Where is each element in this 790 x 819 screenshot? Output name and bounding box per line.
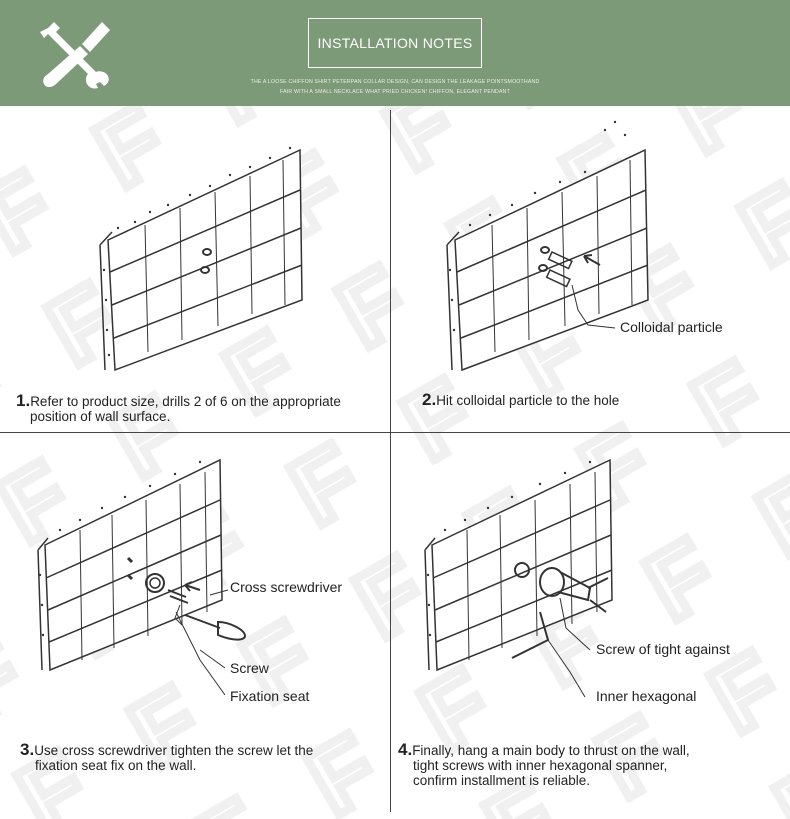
step-2-number: 2. bbox=[422, 390, 437, 409]
step-3-text-line-2: fixation seat fix on the wall. bbox=[35, 758, 197, 773]
step-4-text-line-3: confirm installment is reliable. bbox=[413, 773, 591, 788]
callout-fixation-seat: Fixation seat bbox=[230, 688, 310, 704]
header-subtitle: THE A LOOSE CHIFFON SHIRT PETERPAN COLLA… bbox=[150, 77, 640, 97]
step-1-text-line-1: Refer to product size, drills 2 of 6 on … bbox=[30, 394, 341, 409]
callout-colloidal-particle: Colloidal particle bbox=[620, 319, 723, 335]
callout-cross-screwdriver: Cross screwdriver bbox=[230, 579, 343, 595]
callout-screw-of-tight-against: Screw of tight against bbox=[596, 641, 730, 657]
panel-divider-horizontal bbox=[0, 432, 790, 433]
step-3-text-line-1: Use cross screwdriver tighten the screw … bbox=[34, 743, 314, 758]
step-3-number: 3. bbox=[20, 740, 35, 759]
panel-divider-vertical bbox=[390, 110, 391, 812]
subtitle-line-2: FAIR WITH A SMALL NECKLACE WHAT PRIED CH… bbox=[280, 89, 510, 95]
step-1-number: 1. bbox=[16, 391, 31, 410]
step-1-text-line-2: position of wall surface. bbox=[30, 409, 171, 424]
header-banner: INSTALLATION NOTES THE A LOOSE CHIFFON S… bbox=[0, 0, 790, 106]
page-title: INSTALLATION NOTES bbox=[308, 18, 482, 68]
wall-illustration-3 bbox=[37, 458, 247, 696]
step-4-number: 4. bbox=[398, 740, 413, 759]
watermark-pattern bbox=[0, 106, 790, 819]
step-4-text-line-1: Finally, hang a main body to thrust on t… bbox=[412, 743, 690, 758]
dots-1 bbox=[102, 146, 292, 357]
dots-2 bbox=[448, 120, 627, 332]
dots-4 bbox=[426, 460, 592, 637]
step-3-caption: 3.Use cross screwdriver tighten the scre… bbox=[20, 740, 388, 773]
dots-3 bbox=[38, 460, 202, 637]
callout-inner-hexagonal: Inner hexagonal bbox=[596, 688, 697, 704]
subtitle-line-1: THE A LOOSE CHIFFON SHIRT PETERPAN COLLA… bbox=[250, 79, 540, 85]
wrench-screwdriver-icon bbox=[40, 22, 110, 89]
step-2-text-line-1: Hit colloidal particle to the hole bbox=[436, 393, 620, 408]
wall-illustration-1 bbox=[99, 148, 303, 372]
step-4-text-line-2: tight screws with inner hexagonal spanne… bbox=[413, 758, 668, 773]
wall-illustration-4 bbox=[424, 458, 613, 698]
callout-screw: Screw bbox=[230, 660, 269, 676]
step-4-caption: 4.Finally, hang a main body to thrust on… bbox=[398, 740, 778, 788]
step-1-caption: 1.Refer to product size, drills 2 of 6 o… bbox=[16, 391, 386, 424]
step-2-caption: 2.Hit colloidal particle to the hole bbox=[422, 390, 782, 409]
wall-illustration-2 bbox=[446, 148, 649, 372]
